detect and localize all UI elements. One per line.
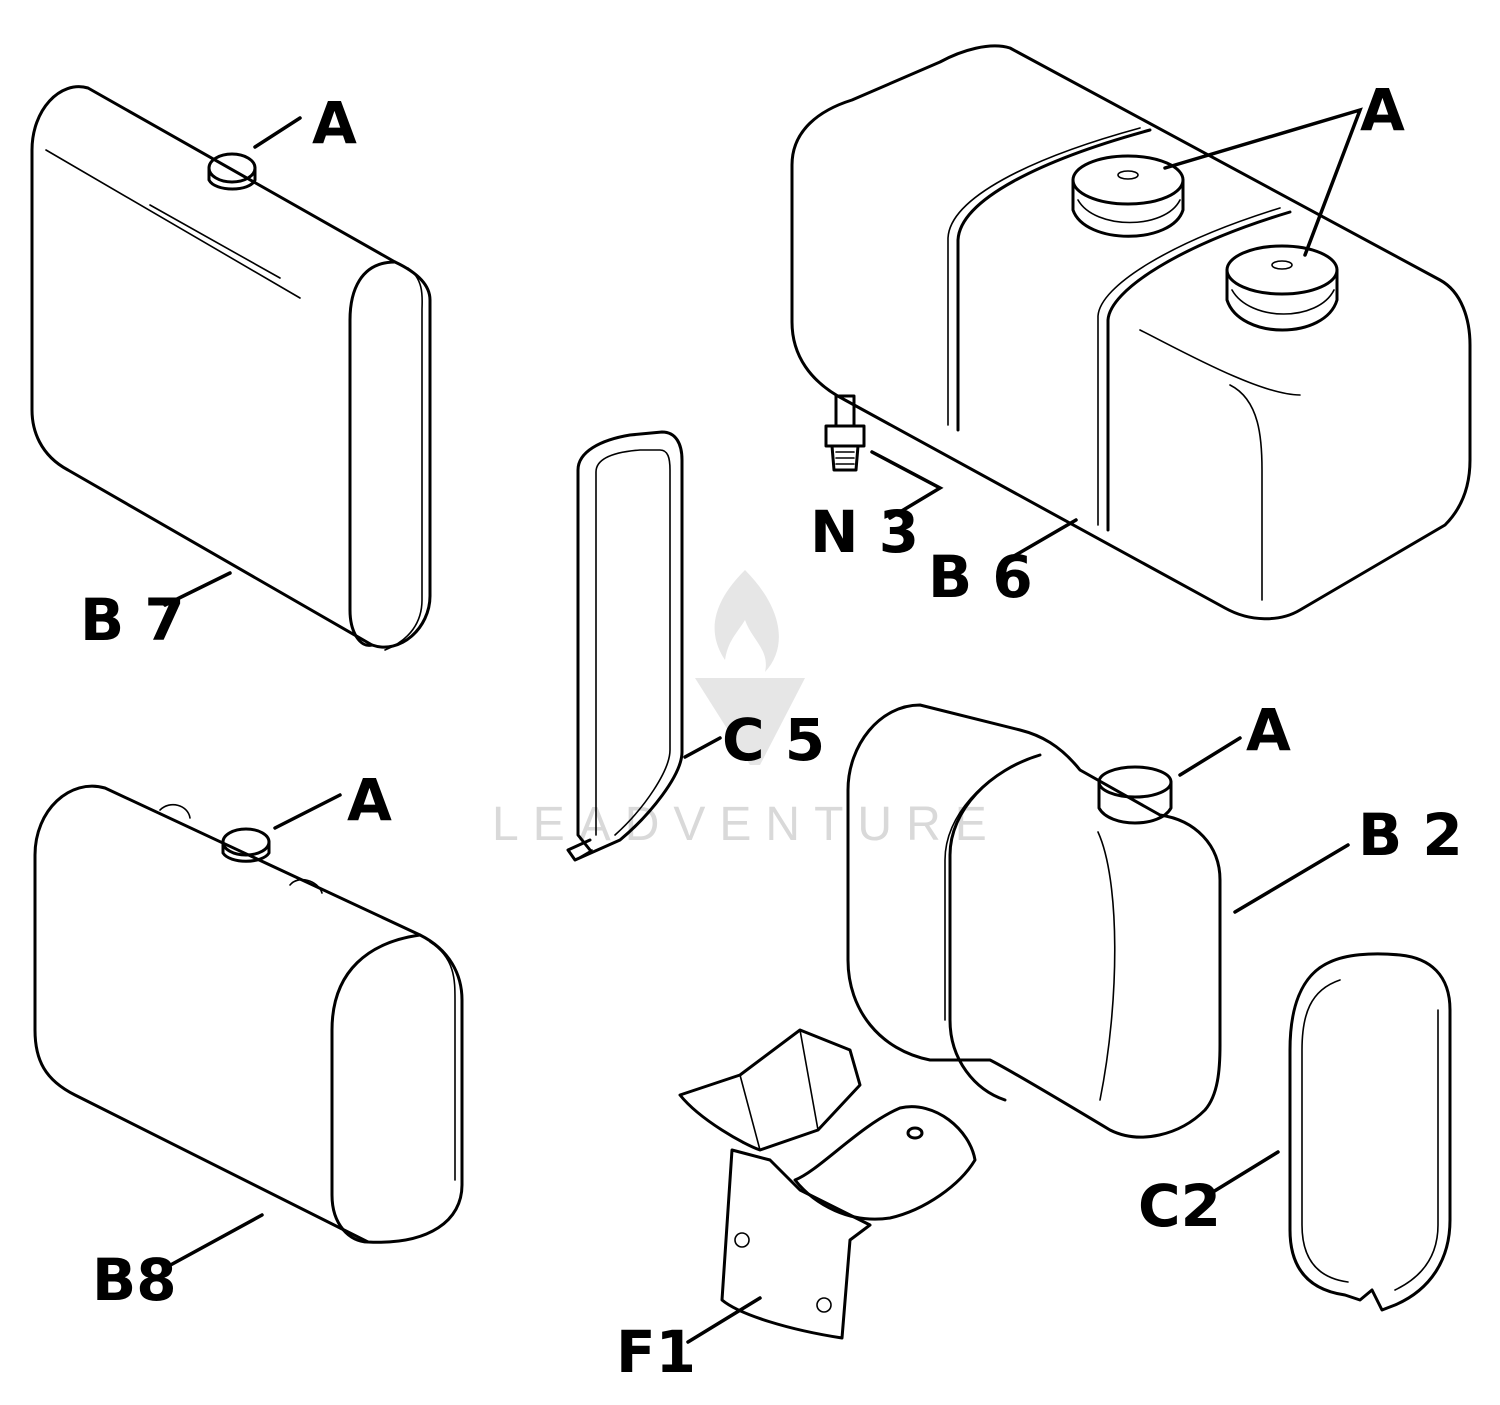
cap-b6-left [1071,154,1185,238]
label-c2: C2 [1138,1172,1221,1240]
leader-a3 [1178,736,1242,777]
band-c2 [1288,952,1452,1312]
leader-lines [163,107,1363,1344]
leader-n3 [870,450,944,520]
watermark-text: LEADVENTURE [492,798,1001,851]
tank-b6 [790,44,1472,621]
tank-b7 [30,85,432,651]
leader-b2 [1233,843,1350,914]
leader-c2 [1206,1150,1280,1197]
label-b2: B 2 [1358,801,1463,869]
label-b8: B8 [92,1246,177,1314]
leader-b8 [163,1213,264,1270]
label-c5: C 5 [722,706,825,774]
leader-a2 [1163,107,1363,257]
label-a2: A [1360,76,1405,144]
leader-a1 [253,116,302,149]
label-a1: A [312,89,357,157]
leader-f1 [686,1296,762,1344]
watermark-flame-icon [714,570,779,672]
label-a4: A [347,766,392,834]
cap-b8 [221,827,271,857]
leader-c5 [683,736,722,759]
tank-b2 [846,703,1222,1139]
watermark-v-icon [695,678,805,765]
cap-b6-right [1225,244,1339,332]
fitting-n3 [824,394,866,472]
label-b6: B 6 [928,543,1033,611]
leader-b6 [1000,518,1078,565]
bracket-f1 [678,1028,977,1340]
cap-b2 [1097,765,1173,799]
label-b7: B 7 [80,586,185,654]
leader-b7 [163,571,232,607]
tank-b8 [33,784,464,1244]
leader-a4 [273,793,342,830]
label-n3: N 3 [810,498,919,566]
strap-c5 [566,430,684,862]
part-labels: A A A A B 7 B 6 N 3 C 5 B8 B 2 C2 F1 [80,76,1463,1386]
watermark: LEADVENTURE [492,570,1001,851]
label-f1: F1 [616,1318,696,1386]
label-a3: A [1246,696,1291,764]
